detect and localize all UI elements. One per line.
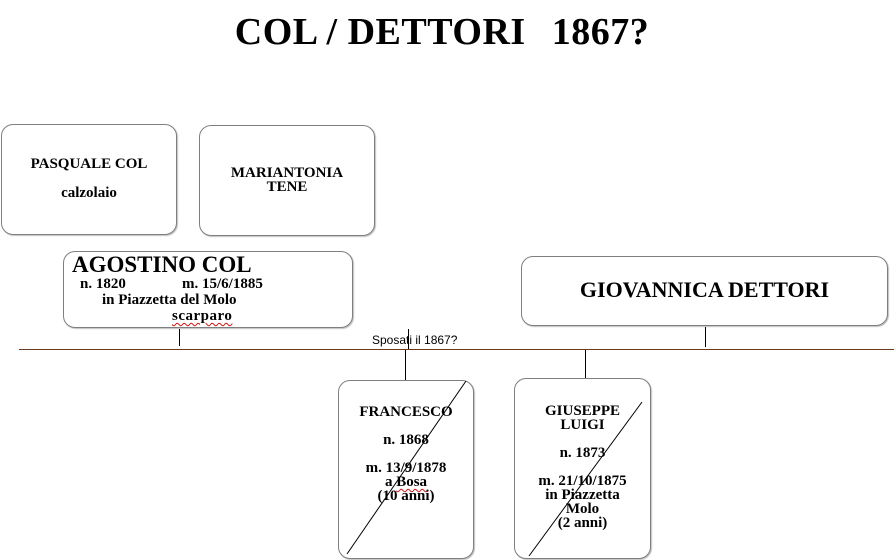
- person-name: AGOSTINO COL: [72, 252, 252, 277]
- connector-francesco: [405, 350, 406, 380]
- person-box-giuseppe: GIUSEPPE LUIGI n. 1873 m. 21/10/1875 in …: [514, 378, 651, 559]
- person-birth: n. 1820: [80, 276, 126, 292]
- person-name: FRANCESCO: [359, 404, 453, 420]
- person-name: MARIANTONIA: [230, 165, 344, 181]
- person-birth: n. 1873: [559, 445, 606, 461]
- person-place: in Piazzetta: [545, 487, 620, 503]
- person-occupation: scarparo: [172, 308, 233, 324]
- person-place-wrap: a Bosa: [339, 475, 473, 490]
- marriage-line: [19, 349, 894, 350]
- person-occupation: calzolaio: [61, 185, 117, 201]
- connector-agostino: [179, 329, 180, 346]
- connector-giuseppe: [585, 350, 586, 378]
- person-box-francesco: FRANCESCO n. 1868 m. 13/9/1878 a Bosa (1…: [338, 380, 474, 559]
- person-age: (10 anni): [377, 488, 435, 504]
- person-occupation-wrap: scarparo: [172, 309, 232, 324]
- person-box-agostino: AGOSTINO COL n. 1820 m. 15/6/1885 in Pia…: [63, 251, 353, 328]
- person-name: LUIGI: [560, 417, 605, 433]
- person-death: m. 15/6/1885: [182, 276, 263, 292]
- person-place: Molo: [565, 501, 600, 517]
- person-birth: n. 1868: [383, 432, 429, 448]
- person-death: m. 13/9/1878: [365, 460, 447, 476]
- person-name: PASQUALE COL: [30, 156, 148, 172]
- person-name: GIOVANNICA DETTORI: [579, 277, 830, 302]
- person-death: m. 21/10/1875: [538, 473, 627, 489]
- page-title: COL / DETTORI 1867?: [0, 10, 884, 54]
- person-age: (2 anni): [557, 515, 608, 531]
- connector-giovannica: [705, 327, 706, 347]
- person-name: GIUSEPPE: [544, 403, 620, 419]
- connector-marriage: [408, 329, 409, 349]
- person-place: in Piazzetta del Molo: [102, 292, 237, 308]
- title-year: 1867?: [551, 11, 650, 53]
- marriage-note: Sposati il 1867?: [372, 333, 458, 347]
- person-box-pasquale: PASQUALE COL calzolaio: [1, 124, 177, 235]
- title-names: COL / DETTORI: [234, 11, 526, 53]
- person-name: TENE: [266, 179, 308, 195]
- person-box-giovannica: GIOVANNICA DETTORI: [521, 256, 888, 326]
- person-box-mariantonia: MARIANTONIA TENE: [199, 125, 375, 236]
